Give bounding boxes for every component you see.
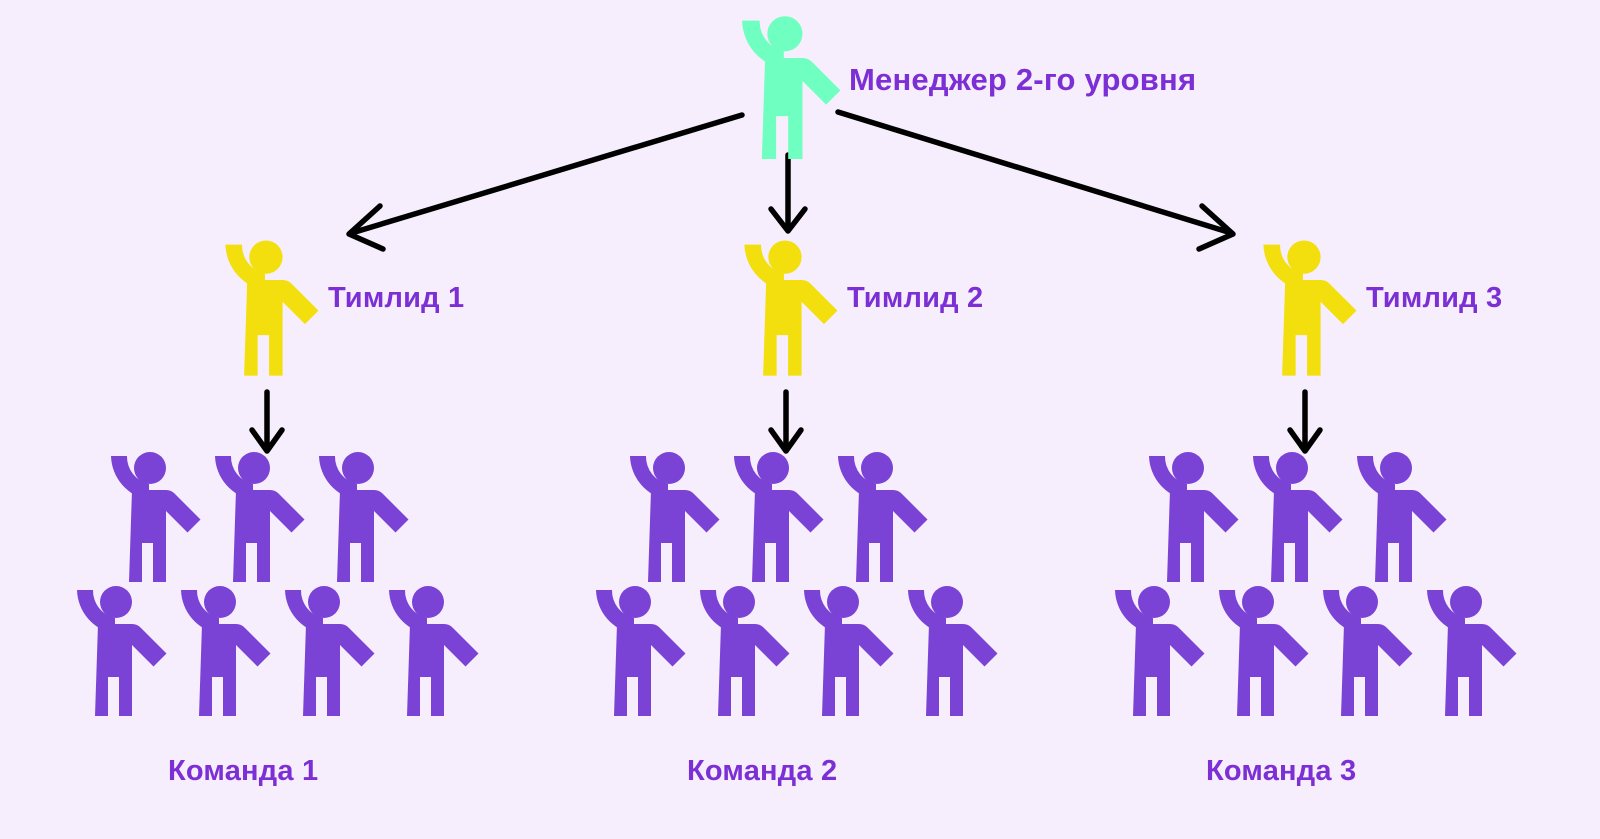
person-waving-icon (908, 586, 998, 716)
person-waving-icon (1219, 586, 1309, 716)
person-waving-icon (111, 452, 201, 582)
person-waving-icon (319, 452, 409, 582)
team-label-2: Команда 2 (687, 755, 838, 787)
team-label-3: Команда 3 (1206, 755, 1357, 787)
lead-label-3: Тимлид 3 (1366, 282, 1503, 314)
arrow-lead-1-to-team-1 (249, 389, 285, 454)
manager-label: Менеджер 2-го уровня (849, 62, 1197, 97)
person-waving-icon (596, 586, 686, 716)
person-waving-icon (215, 452, 305, 582)
person-waving-icon (181, 586, 271, 716)
lead-label-1: Тимлид 1 (328, 282, 465, 314)
arrow-lead-2-to-team-2 (768, 389, 804, 454)
person-waving-icon (389, 586, 479, 716)
person-waving-icon (734, 452, 824, 582)
team-label-1: Команда 1 (168, 755, 319, 787)
arrow-lead-3-to-team-3 (1287, 389, 1323, 454)
person-waving-icon (225, 240, 319, 376)
person-waving-icon (1323, 586, 1413, 716)
arrow-manager-to-lead-2 (768, 152, 808, 234)
person-waving-icon (804, 586, 894, 716)
person-waving-icon (700, 586, 790, 716)
person-waving-icon (1263, 240, 1357, 376)
person-waving-icon (744, 240, 838, 376)
person-waving-icon (1253, 452, 1343, 582)
person-waving-icon (630, 452, 720, 582)
person-waving-icon (1115, 586, 1205, 716)
person-waving-icon (1357, 452, 1447, 582)
lead-label-2: Тимлид 2 (847, 282, 984, 314)
arrow-manager-to-lead-3 (835, 109, 1236, 252)
person-waving-icon (742, 16, 841, 159)
arrow-manager-to-lead-1 (346, 112, 745, 252)
person-waving-icon (285, 586, 375, 716)
person-waving-icon (838, 452, 928, 582)
person-waving-icon (77, 586, 167, 716)
person-waving-icon (1427, 586, 1517, 716)
person-waving-icon (1149, 452, 1239, 582)
